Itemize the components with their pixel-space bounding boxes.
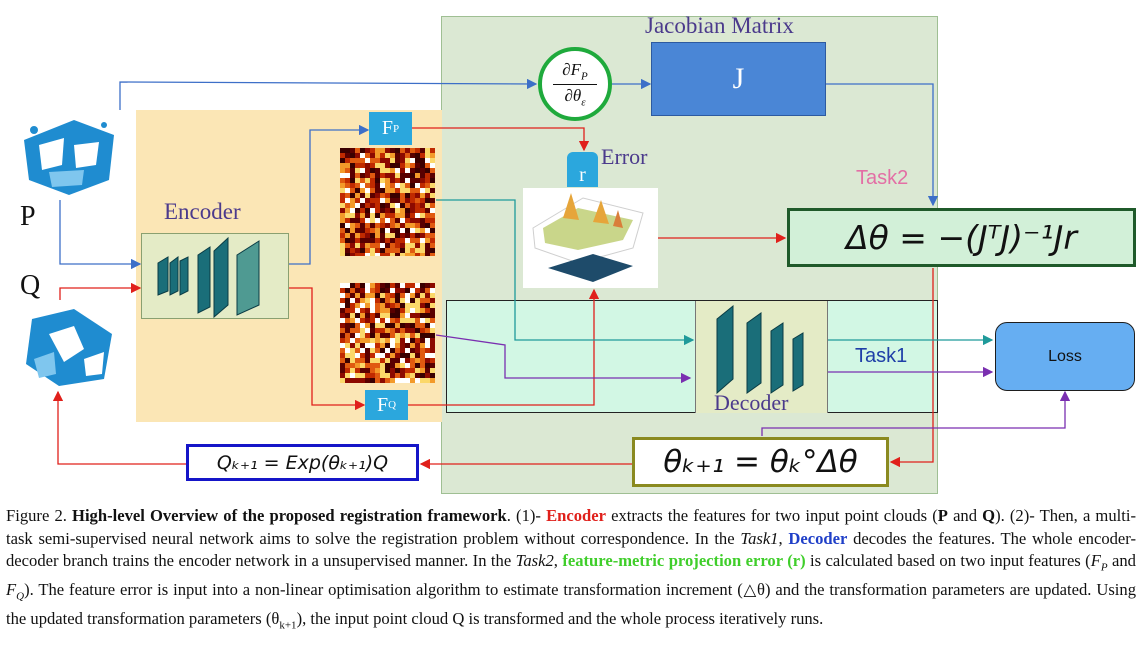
caption-decoder: Decoder xyxy=(788,528,848,548)
derivative-numerator: ∂FP xyxy=(562,60,588,83)
derivative-denominator: ∂θε xyxy=(564,85,586,108)
caption-fig-number: Figure 2. xyxy=(6,506,67,525)
caption-task2: Task2 xyxy=(515,551,554,570)
jacobian-title: Jacobian Matrix xyxy=(645,13,794,38)
point-cloud-q-image xyxy=(14,304,118,390)
q-update-equation: Qₖ₊₁ = Exp(θₖ₊₁)Q xyxy=(186,444,419,481)
label-q: Q xyxy=(20,270,41,301)
jacobian-symbol: J xyxy=(732,62,745,95)
fp-sub: P xyxy=(393,122,400,135)
encoder-layers-graphic xyxy=(157,236,260,319)
derivative-circle: ∂FP ∂θε xyxy=(538,47,612,121)
encoder-label: Encoder xyxy=(164,199,241,224)
error-label: Error xyxy=(601,144,648,169)
feature-map-fp xyxy=(340,148,435,256)
connector-arrows xyxy=(52,78,1071,470)
fp-label: F xyxy=(381,117,393,139)
fq-sub: Q xyxy=(388,399,397,411)
error-surface-plot xyxy=(523,188,658,288)
loss-box: Loss xyxy=(995,322,1135,391)
fq-label: F xyxy=(376,393,389,416)
label-p: P xyxy=(20,201,36,232)
decoder-label: Decoder xyxy=(714,390,789,415)
r-box: r xyxy=(567,152,598,187)
task2-label: Task2 xyxy=(856,167,909,189)
caption-task1: Task1 xyxy=(740,528,779,548)
r-label: r xyxy=(579,164,586,186)
point-cloud-p-image xyxy=(14,110,118,201)
caption-title: High-level Overview of the proposed regi… xyxy=(72,506,507,525)
jacobian-box: J xyxy=(651,42,826,116)
caption-fmpe: feature-metric projection error (r) xyxy=(562,551,806,570)
theta-update-equation: θₖ₊₁ = θₖ°Δθ xyxy=(632,437,889,487)
figure-caption: Figure 2. High-level Overview of the pro… xyxy=(6,506,1136,631)
feature-map-fq xyxy=(340,283,435,383)
delta-theta-equation: Δθ = −(JᵀJ)⁻¹Jr xyxy=(787,208,1136,267)
decoder-layers-graphic xyxy=(716,304,804,395)
task1-region xyxy=(446,300,938,413)
task1-label: Task1 xyxy=(855,345,908,367)
caption-encoder: Encoder xyxy=(546,506,606,525)
